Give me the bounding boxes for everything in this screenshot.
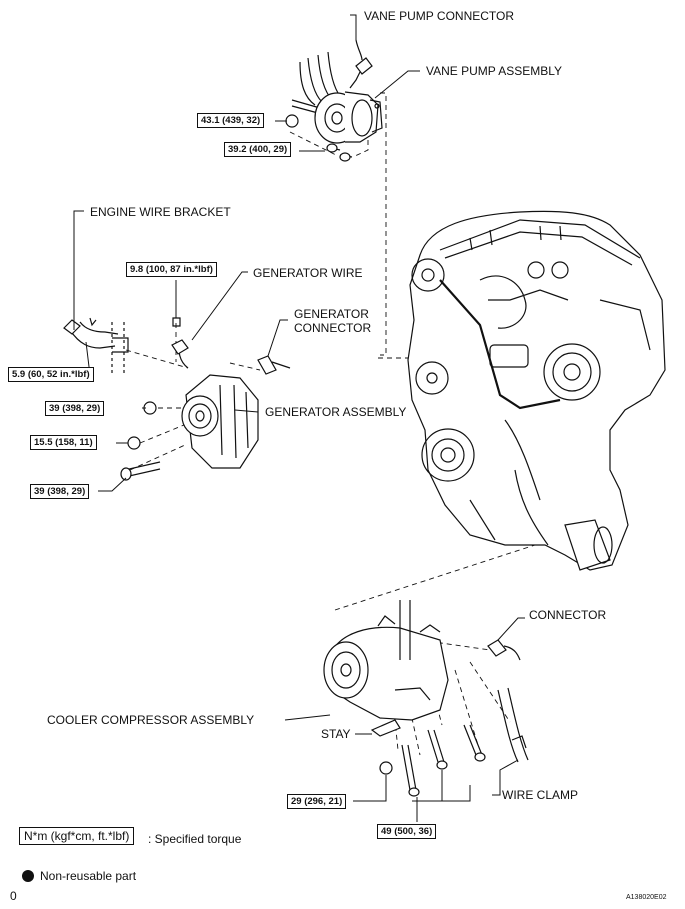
torque-box: 43.1 (439, 32) <box>197 113 265 128</box>
generator-assembly-drawing <box>63 317 291 481</box>
torque-box: 29 (296, 21) <box>287 794 347 809</box>
legend-unit-box: N*m (kgf*cm, ft.*lbf) <box>19 827 135 845</box>
label-connector: CONNECTOR <box>529 608 607 622</box>
label-stay: STAY <box>321 727 351 741</box>
label-generator-connector: GENERATOR CONNECTOR <box>294 307 372 335</box>
vane-pump-assembly-drawing <box>285 39 383 162</box>
page-marker: 0 <box>10 889 17 903</box>
figure-code: A138020E02 <box>626 894 667 901</box>
label-engine-wire-bracket: ENGINE WIRE BRACKET <box>90 205 231 219</box>
torque-box: 15.5 (158, 11) <box>30 435 97 450</box>
torque-box: 39.2 (400, 29) <box>224 142 292 157</box>
legend-non-reusable-label: Non-reusable part <box>40 869 137 883</box>
cooler-compressor-drawing <box>323 600 529 797</box>
torque-box: 9.8 (100, 87 in.*lbf) <box>126 262 217 277</box>
torque-box: 39 (398, 29) <box>45 401 105 416</box>
non-reusable-dot <box>22 870 34 882</box>
label-generator-assembly: GENERATOR ASSEMBLY <box>265 405 407 419</box>
label-generator-wire: GENERATOR WIRE <box>253 266 363 280</box>
torque-box: 39 (398, 29) <box>30 484 90 499</box>
label-cooler-compressor-assembly: COOLER COMPRESSOR ASSEMBLY <box>47 713 255 727</box>
label-wire-clamp: WIRE CLAMP <box>502 788 579 802</box>
leader-lines <box>73 14 525 822</box>
torque-box: 49 (500, 36) <box>377 824 437 839</box>
legend-unit-description: : Specified torque <box>148 832 242 846</box>
torque-box: 5.9 (60, 52 in.*lbf) <box>8 367 94 382</box>
label-vane-pump-connector: VANE PUMP CONNECTOR <box>364 9 515 23</box>
label-vane-pump-assembly: VANE PUMP ASSEMBLY <box>426 64 563 78</box>
engine-drawing <box>407 210 666 571</box>
